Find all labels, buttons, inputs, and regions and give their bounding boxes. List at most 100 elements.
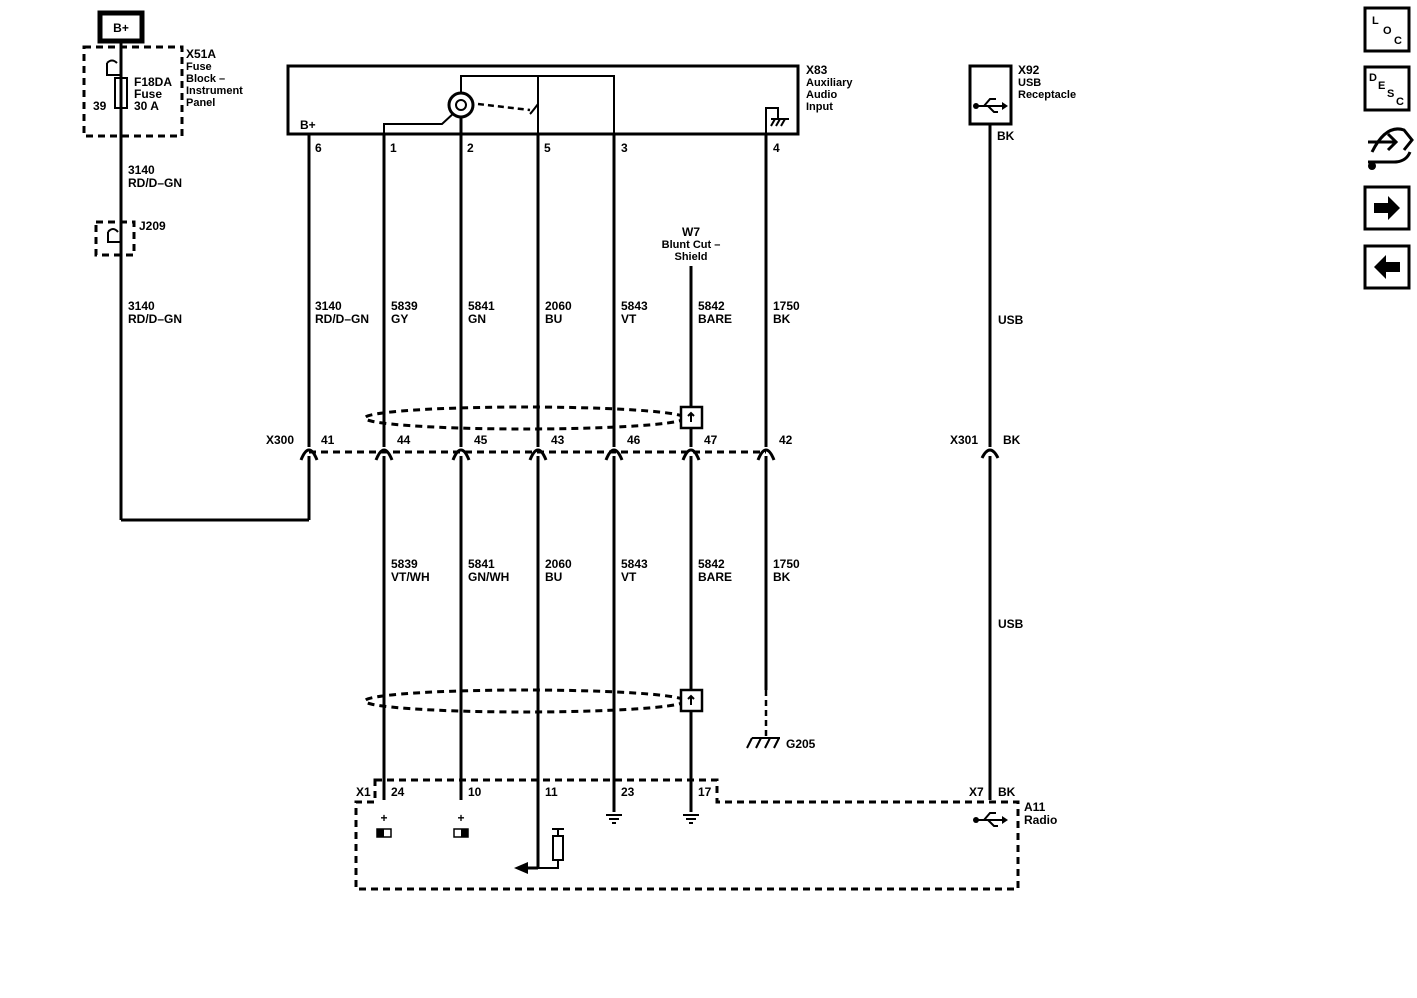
svg-text:41: 41 xyxy=(321,433,335,447)
connector-pin xyxy=(528,448,548,461)
svg-text:1: 1 xyxy=(390,141,397,155)
bplus-label: B+ xyxy=(113,21,129,35)
svg-text:4: 4 xyxy=(773,141,780,155)
audio-input-icon xyxy=(376,828,392,838)
svg-text:Shield: Shield xyxy=(674,251,707,263)
svg-text:5: 5 xyxy=(544,141,551,155)
connector-pin xyxy=(756,448,776,461)
ground-g205: G205 xyxy=(746,737,816,751)
arrow-left-icon xyxy=(1374,255,1400,279)
svg-text:2: 2 xyxy=(467,141,474,155)
svg-text:5842: 5842 xyxy=(698,299,725,313)
svg-text:RD/D–GN: RD/D–GN xyxy=(128,312,182,326)
usb-id: X92 xyxy=(1018,63,1040,77)
svg-text:5839: 5839 xyxy=(391,299,418,313)
svg-text:Input: Input xyxy=(806,101,833,113)
upper-shield-symbol xyxy=(363,405,704,431)
svg-text:GN/WH: GN/WH xyxy=(468,570,509,584)
svg-text:3140: 3140 xyxy=(315,299,342,313)
shield-w7: W7 Blunt Cut – Shield xyxy=(662,225,721,263)
arrow-right-icon xyxy=(1374,196,1400,220)
svg-text:E: E xyxy=(1378,80,1385,92)
svg-text:5841: 5841 xyxy=(468,299,495,313)
svg-text:USB: USB xyxy=(998,313,1024,327)
fuse-block-x51a: X51A Fuse Block – Instrument Panel F18DA… xyxy=(82,45,243,138)
svg-text:45: 45 xyxy=(474,433,488,447)
radio-name: Radio xyxy=(1024,813,1057,827)
ground-icon xyxy=(765,107,789,134)
svg-text:43: 43 xyxy=(551,433,565,447)
radio-a11: X1 24 10 11 23 17 X7 BK A11 Radio + + xyxy=(354,778,1057,891)
usb-receptacle-x92: X92 USB Receptacle BK xyxy=(968,63,1076,143)
svg-text:Instrument: Instrument xyxy=(186,85,243,97)
inline-connector-x300: X300 41 44 45 43 46 47 42 xyxy=(266,433,793,461)
svg-text:BK: BK xyxy=(773,570,791,584)
fuse-pin: 39 xyxy=(93,99,107,113)
svg-text:46: 46 xyxy=(627,433,641,447)
svg-text:11: 11 xyxy=(545,785,558,799)
svg-text:BK: BK xyxy=(1003,433,1021,447)
ground-id: G205 xyxy=(786,737,816,751)
svg-text:Receptacle: Receptacle xyxy=(1018,89,1076,101)
arrow-left-icon xyxy=(514,862,528,874)
svg-text:O: O xyxy=(1383,25,1392,37)
x7-label: X7 xyxy=(969,785,984,799)
svg-text:VT: VT xyxy=(621,570,637,584)
x301-label: X301 xyxy=(950,433,978,447)
svg-text:S: S xyxy=(1387,88,1394,100)
svg-text:GY: GY xyxy=(391,312,408,326)
svg-text:RD/D–GN: RD/D–GN xyxy=(315,312,369,326)
svg-text:2060: 2060 xyxy=(545,299,572,313)
svg-text:5841: 5841 xyxy=(468,557,495,571)
description-button[interactable]: D E S C xyxy=(1363,65,1411,112)
battery-positive-terminal: B+ xyxy=(97,10,145,44)
fuse-icon xyxy=(106,59,128,109)
svg-text:17: 17 xyxy=(698,785,712,799)
connector-pin xyxy=(299,448,319,461)
previous-button[interactable] xyxy=(1363,244,1411,290)
svg-text:Fuse: Fuse xyxy=(134,87,162,101)
svg-text:BK: BK xyxy=(997,129,1015,143)
svg-text:Block –: Block – xyxy=(186,73,225,85)
svg-text:23: 23 xyxy=(621,785,635,799)
svg-text:5843: 5843 xyxy=(621,557,648,571)
svg-text:C: C xyxy=(1394,35,1402,47)
svg-text:BARE: BARE xyxy=(698,570,732,584)
splice-id: J209 xyxy=(139,219,166,233)
svg-text:BU: BU xyxy=(545,570,562,584)
x1-label: X1 xyxy=(356,785,371,799)
connector-view-icon[interactable] xyxy=(1362,122,1414,174)
radio-id: A11 xyxy=(1024,800,1046,814)
svg-text:GN: GN xyxy=(468,312,486,326)
svg-text:5839: 5839 xyxy=(391,557,418,571)
svg-text:VT: VT xyxy=(621,312,637,326)
svg-text:USB: USB xyxy=(998,617,1024,631)
svg-text:3140: 3140 xyxy=(128,163,155,177)
next-button[interactable] xyxy=(1363,185,1411,231)
svg-text:2060: 2060 xyxy=(545,557,572,571)
connector-pin xyxy=(451,448,471,461)
svg-text:44: 44 xyxy=(397,433,411,447)
svg-text:Blunt Cut –: Blunt Cut – xyxy=(662,239,721,251)
svg-text:6: 6 xyxy=(315,141,322,155)
svg-text:USB: USB xyxy=(1018,77,1041,89)
splice-j209: J209 xyxy=(94,219,166,257)
svg-text:BARE: BARE xyxy=(698,312,732,326)
shield-id: W7 xyxy=(682,225,700,239)
location-button[interactable]: L O C xyxy=(1363,6,1411,53)
svg-text:D: D xyxy=(1369,72,1377,84)
svg-text:Panel: Panel xyxy=(186,97,215,109)
fuse-block-id: X51A xyxy=(186,47,216,61)
fuse-id: F18DA xyxy=(134,75,172,89)
svg-text:Auxiliary: Auxiliary xyxy=(806,77,853,89)
resistor-icon xyxy=(538,828,564,869)
connector-pin xyxy=(681,448,701,461)
aux-id: X83 xyxy=(806,63,828,77)
svg-text:42: 42 xyxy=(779,433,793,447)
plus-sign-1: + xyxy=(380,811,387,825)
plus-sign-2: + xyxy=(457,811,464,825)
svg-text:5842: 5842 xyxy=(698,557,725,571)
svg-text:BK: BK xyxy=(998,785,1016,799)
svg-text:BK: BK xyxy=(773,312,791,326)
